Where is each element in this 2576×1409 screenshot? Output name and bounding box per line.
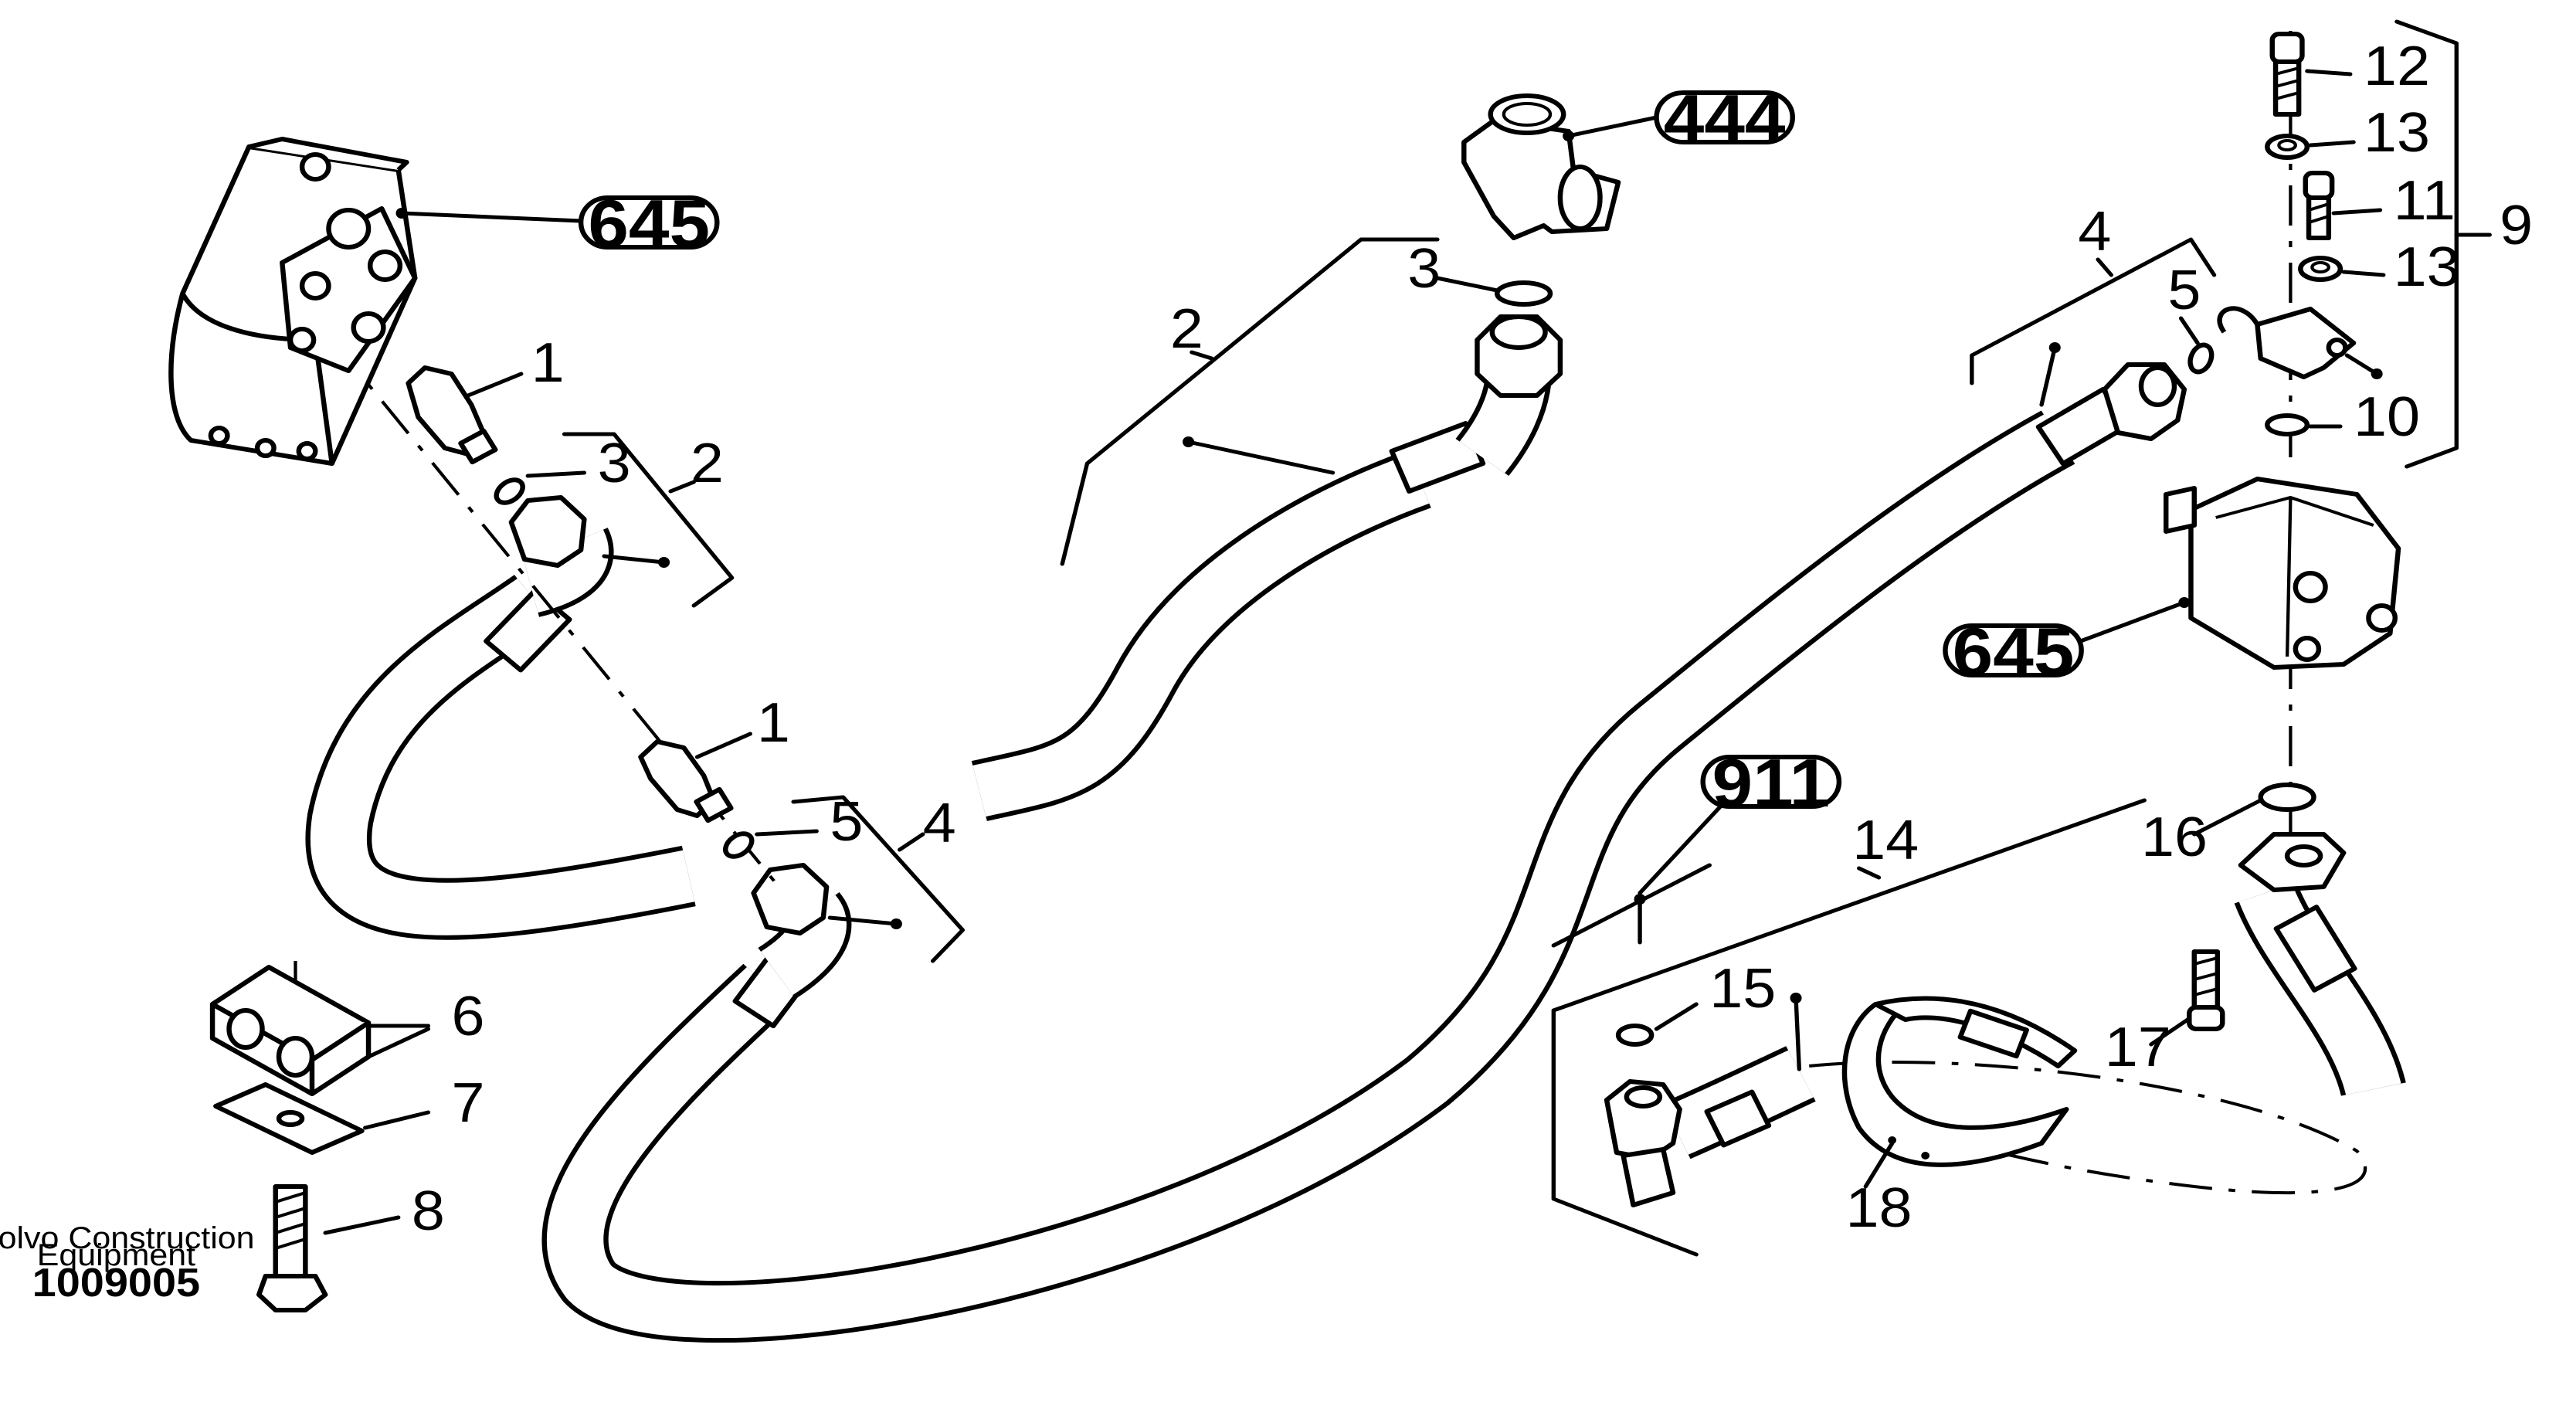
part-number: 4 xyxy=(2078,199,2111,262)
o-ring xyxy=(1495,280,1553,307)
svg-text:645: 645 xyxy=(588,186,710,262)
part-number: 11 xyxy=(2394,168,2456,231)
steering-unit xyxy=(168,137,418,466)
flange-fitting xyxy=(2238,832,2347,892)
hose-end-fitting-upper-middle xyxy=(1455,314,1563,476)
reference-label-645-pump: 645 xyxy=(1943,614,2084,690)
o-ring xyxy=(723,831,755,859)
hose-sleeve xyxy=(1704,1089,1772,1148)
circlip-16 xyxy=(2258,783,2316,812)
hose-end-fitting-left-lower xyxy=(751,863,852,1000)
adapter-fitting-upper xyxy=(406,365,498,465)
adapter-fitting-lower xyxy=(638,739,734,823)
brand-line-2: Equipment xyxy=(37,1237,196,1271)
hose-end-fitting-right xyxy=(2102,362,2187,441)
clamp-plate xyxy=(213,1082,365,1155)
bolt-12 xyxy=(2269,32,2305,117)
hose-end-fitting-left-upper xyxy=(508,495,614,617)
part-number: 12 xyxy=(2364,34,2430,97)
part-number: 2 xyxy=(1170,297,1203,359)
hose-clamp-block xyxy=(209,965,372,1096)
strap-clamp-18 xyxy=(1841,996,2078,1167)
part-number: 3 xyxy=(1407,236,1441,299)
washer-13-lower xyxy=(2298,256,2344,282)
o-ring xyxy=(1615,1024,1655,1047)
svg-text:444: 444 xyxy=(1664,81,1786,157)
part-number: 5 xyxy=(830,789,863,852)
part-number: 16 xyxy=(2141,805,2208,867)
reference-label-645-steering: 645 xyxy=(578,186,720,262)
hose-long-lower xyxy=(541,410,2075,1343)
part-number: 10 xyxy=(2354,385,2420,447)
circlip-10 xyxy=(2265,413,2310,436)
leader-lines xyxy=(323,19,2492,1257)
elbow-fitting-kit xyxy=(1604,1079,1682,1207)
part-number: 5 xyxy=(2167,258,2201,321)
part-number: 4 xyxy=(923,791,956,854)
part-number: 3 xyxy=(598,431,631,494)
part-number: 7 xyxy=(451,1071,484,1133)
part-number: 9 xyxy=(2500,193,2533,256)
washer-13-upper xyxy=(2265,134,2310,160)
part-number: 6 xyxy=(451,984,484,1047)
hydraulic-pump xyxy=(2164,477,2401,670)
part-number-labels: 1 1 2 2 3 3 4 4 5 5 6 7 8 9 10 11 12 13 … xyxy=(412,34,2533,1241)
svg-text:911: 911 xyxy=(1712,745,1831,821)
brand-line-1: Volvo Construction xyxy=(0,1220,255,1255)
document-id: 1009005 xyxy=(32,1261,200,1305)
part-number: 1 xyxy=(757,691,790,753)
hose-assembly-left-loop xyxy=(305,575,696,940)
clamp-routing-line xyxy=(1808,1060,2367,1195)
o-ring xyxy=(494,477,525,505)
o-ring xyxy=(2187,342,2215,375)
part-number: 2 xyxy=(691,431,724,494)
bolt-17 xyxy=(2187,949,2225,1031)
mounting-bracket xyxy=(2217,306,2357,379)
hose-sleeve xyxy=(2273,905,2357,993)
hose-pump-lower-right xyxy=(2234,881,2406,1097)
svg-text:645: 645 xyxy=(1953,614,2075,690)
part-number: 18 xyxy=(1846,1176,1912,1238)
part-number: 1 xyxy=(531,331,565,393)
reference-label-911-kit: 911 xyxy=(1700,745,1842,821)
bolt-11 xyxy=(2303,171,2335,240)
hose-middle-upper xyxy=(971,450,1431,821)
part-number: 8 xyxy=(412,1179,445,1241)
part-number: 17 xyxy=(2105,1015,2171,1078)
reference-label-444-tee: 444 xyxy=(1654,81,1795,157)
part-number: 13 xyxy=(2364,100,2430,163)
clamp-bolt xyxy=(256,1184,328,1312)
part-number: 15 xyxy=(1709,956,1776,1019)
part-number: 14 xyxy=(1852,808,1919,871)
part-number: 13 xyxy=(2394,235,2460,297)
tee-fitting xyxy=(1461,93,1621,240)
